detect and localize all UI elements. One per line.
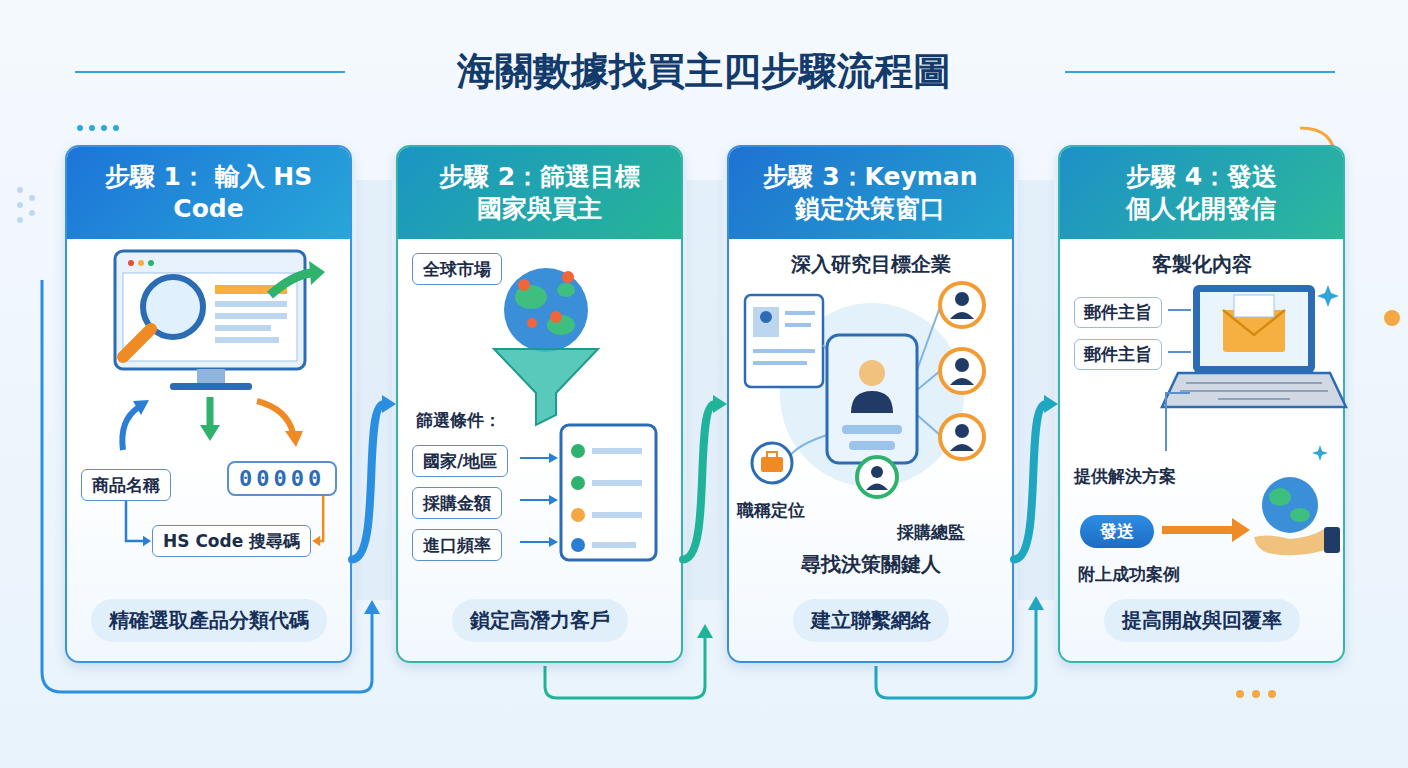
node-text: HS Code 搜尋碼	[163, 531, 300, 551]
step-subtitle: 客製化內容	[1060, 251, 1343, 278]
loop-head	[1028, 596, 1044, 610]
node-text: 商品名稱	[92, 475, 160, 495]
node-text: 建立聯繫網絡	[811, 608, 931, 632]
step-subtitle: 深入研究目標企業	[729, 251, 1012, 278]
dots	[1236, 690, 1276, 698]
label-box: HS Code 搜尋碼	[152, 525, 311, 557]
dots	[17, 187, 35, 223]
node-text: 國家/地區	[423, 451, 497, 471]
title-rule	[1065, 71, 1335, 73]
code-box: 00000	[227, 461, 337, 496]
label-box: 全球市場	[412, 253, 502, 285]
header-band: 步驟 3：Keyman 鎖定決策窗口	[729, 147, 1012, 239]
node-text: 提高開啟與回覆率	[1122, 608, 1282, 632]
accent-dot	[1384, 310, 1400, 326]
connector-line	[352, 404, 384, 559]
loop-head	[364, 600, 380, 614]
node-text: 精確選取產品分類代碼	[109, 608, 309, 632]
text-label: 提供解決方案	[1074, 465, 1176, 488]
flow-connector	[352, 395, 396, 560]
arrow-head	[143, 536, 151, 546]
connector-line	[683, 404, 715, 559]
label-box: 進口頻率	[412, 529, 502, 561]
summary-pill: 鎖定高潛力客戶	[452, 599, 628, 642]
send-button: 發送	[1080, 515, 1154, 548]
text-label: 篩選條件：	[416, 409, 501, 432]
label-box: 採購金額	[412, 487, 502, 519]
arrow-head	[1044, 395, 1058, 413]
arrow-head	[713, 395, 727, 413]
connector-line	[319, 496, 323, 541]
summary-pill: 提高開啟與回覆率	[1104, 599, 1300, 642]
node-text: 鎖定高潛力客戶	[470, 608, 610, 632]
dots	[77, 125, 119, 131]
step3-art	[745, 283, 984, 497]
node-text: 採購金額	[423, 493, 491, 513]
loop-head	[697, 624, 713, 638]
flow-connector	[683, 395, 727, 560]
text-label: 尋找決策關鍵人	[801, 551, 941, 578]
step-heading: 步驟 3：Keyman 鎖定決策窗口	[763, 161, 977, 226]
step-heading: 步驟 4：發送 個人化開發信	[1126, 161, 1277, 226]
arrow-head	[312, 536, 320, 546]
node-text: 進口頻率	[423, 535, 491, 555]
subject-box: 郵件主旨	[1074, 339, 1162, 370]
text-label: 職稱定位	[737, 499, 805, 522]
summary-pill: 建立聯繫網絡	[793, 599, 949, 642]
connector-line	[126, 501, 144, 541]
step-heading: 步驟 1： 輸入 HS Code	[105, 161, 312, 226]
summary-pill: 精確選取產品分類代碼	[91, 599, 327, 642]
connector-line	[1014, 404, 1046, 559]
step2-art	[494, 268, 656, 560]
header-band: 步驟 2：篩選目標 國家與買主	[398, 147, 681, 239]
text-label: 附上成功案例	[1078, 563, 1180, 586]
flow-connector	[126, 501, 151, 546]
node-text: 00000	[239, 466, 325, 491]
node-text: 發送	[1100, 521, 1134, 541]
step4-art	[1162, 285, 1346, 555]
diagram-title: 海關數據找買主四步驟流程圖	[0, 46, 1408, 97]
step-heading: 步驟 2：篩選目標 國家與買主	[439, 161, 640, 226]
flow-connector	[1014, 395, 1058, 560]
label-box: 國家/地區	[412, 445, 508, 477]
node-text: 全球市場	[423, 259, 491, 279]
header-band: 步驟 1： 輸入 HS Code	[67, 147, 350, 239]
header-band: 步驟 4：發送 個人化開發信	[1060, 147, 1343, 239]
title-rule	[75, 71, 345, 73]
step1-art	[115, 251, 325, 450]
flow-connector	[312, 496, 323, 546]
subject-box: 郵件主旨	[1074, 297, 1162, 328]
arrow-head	[382, 395, 396, 413]
label-box: 商品名稱	[81, 469, 171, 501]
text-label: 採購總監	[897, 521, 965, 544]
